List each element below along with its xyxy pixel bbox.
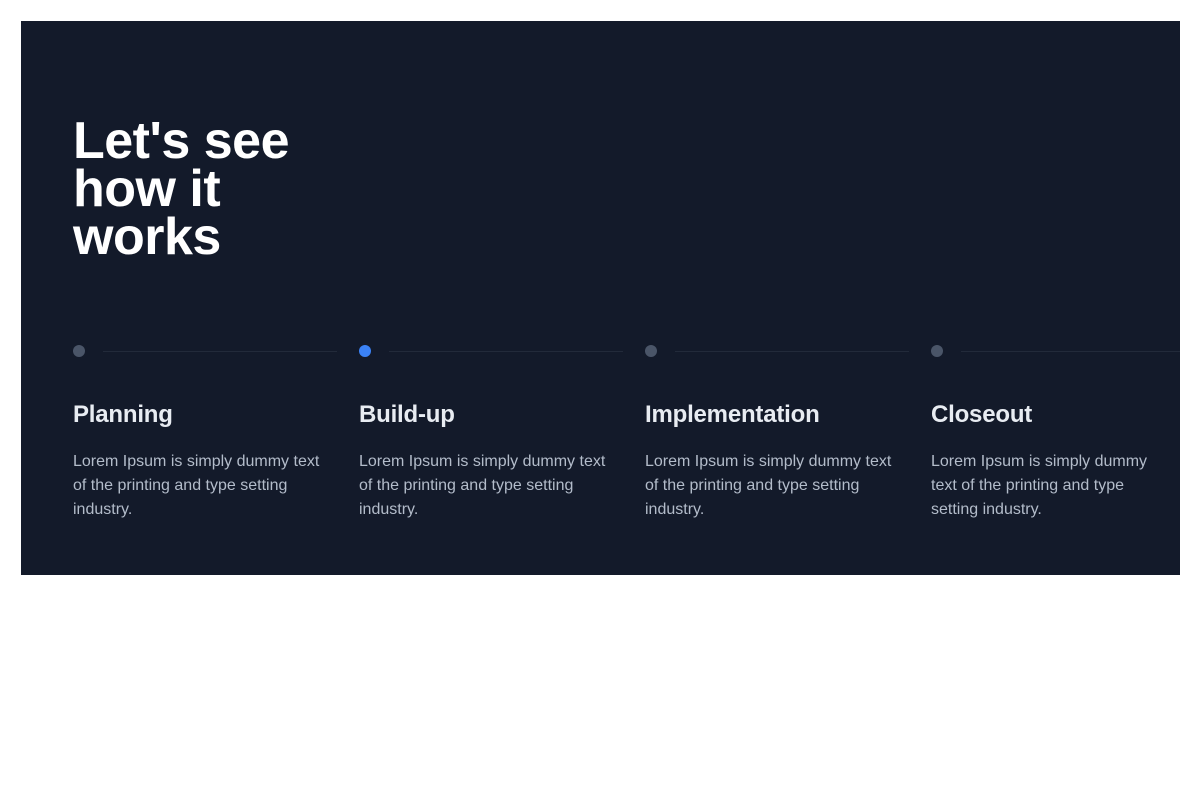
step-marker-row [931, 330, 1180, 372]
step-dot-icon[interactable] [645, 345, 657, 357]
step-description: Lorem Ipsum is simply dummy text of the … [359, 453, 606, 518]
step-description: Lorem Ipsum is simply dummy text of the … [645, 453, 892, 518]
step-description: Lorem Ipsum is simply dummy text of the … [931, 453, 1148, 518]
step-marker-row [359, 330, 645, 372]
step-connector-line [675, 350, 909, 352]
step-dot-icon[interactable] [73, 345, 85, 357]
step-connector-line [103, 350, 337, 352]
step-title: Build-up [359, 401, 455, 428]
step-description: Lorem Ipsum is simply dummy text of the … [73, 453, 320, 518]
step-item-implementation[interactable]: Implementation Lorem Ipsum is simply dum… [645, 330, 931, 522]
step-item-planning[interactable]: Planning Lorem Ipsum is simply dummy tex… [73, 330, 359, 522]
steps-timeline: Planning Lorem Ipsum is simply dummy tex… [73, 330, 1180, 522]
step-title: Closeout [931, 401, 1033, 428]
step-body: Implementation Lorem Ipsum is simply dum… [645, 401, 931, 522]
step-dot-icon[interactable] [931, 345, 943, 357]
step-connector-line [961, 350, 1180, 352]
how-it-works-panel: Let's see how it works Planning Lorem Ip… [21, 21, 1180, 575]
step-body: Closeout Lorem Ipsum is simply dummy tex… [931, 401, 1180, 522]
step-connector-line [389, 350, 623, 352]
step-title: Planning [73, 401, 173, 428]
step-dot-icon-active[interactable] [359, 345, 371, 357]
step-marker-row [73, 330, 359, 372]
step-marker-row [645, 330, 931, 372]
step-body: Build-up Lorem Ipsum is simply dummy tex… [359, 401, 645, 522]
step-title: Implementation [645, 401, 820, 428]
step-item-closeout[interactable]: Closeout Lorem Ipsum is simply dummy tex… [931, 330, 1180, 522]
step-item-build-up[interactable]: Build-up Lorem Ipsum is simply dummy tex… [359, 330, 645, 522]
step-body: Planning Lorem Ipsum is simply dummy tex… [73, 401, 359, 522]
page-title: Let's see how it works [73, 112, 290, 266]
